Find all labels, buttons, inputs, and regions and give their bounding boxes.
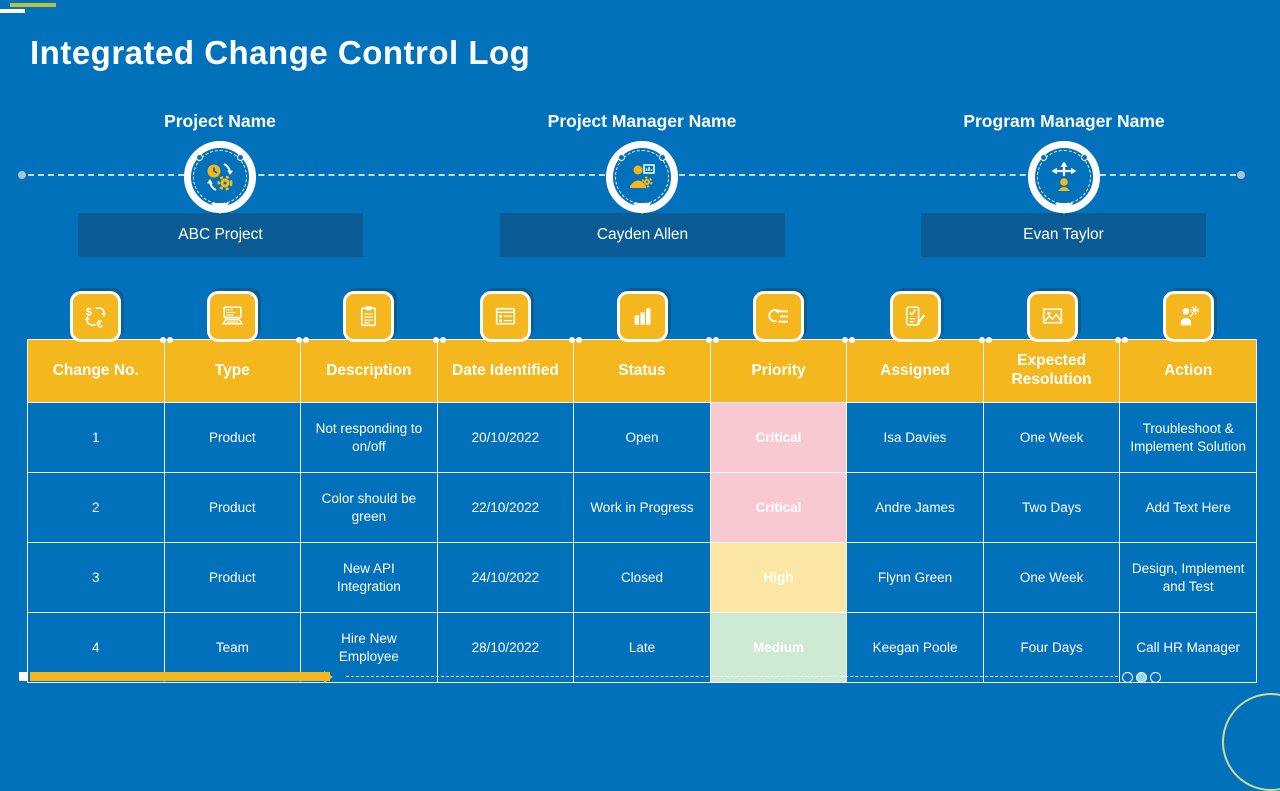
svg-text:€: € [96, 318, 103, 330]
cell-change-no: 2 [27, 472, 165, 543]
column-header-priority: Priority [706, 337, 848, 403]
change-control-table: Change No. Type Description Date Identif… [27, 337, 1257, 683]
cell-change-no: 1 [27, 402, 165, 473]
cell-assigned: Flynn Green [846, 542, 984, 613]
cell-status: Late [573, 612, 711, 683]
refresh-list-icon [753, 291, 805, 342]
cell-priority: Critical [709, 402, 848, 473]
cell-date-identified: 22/10/2022 [436, 472, 575, 543]
cell-priority: Medium [709, 612, 848, 683]
page-title: Integrated Change Control Log [30, 34, 531, 71]
column-header-change-no: Change No. [27, 339, 165, 403]
cell-status: Open [573, 402, 711, 473]
table-row: 3 Product New API Integration 24/10/2022… [27, 542, 1257, 613]
column-icons-row: $ € [27, 291, 1257, 342]
svg-text:$: $ [85, 306, 92, 318]
checklist-pen-icon [889, 291, 941, 342]
manager-badge-circle [606, 141, 678, 213]
cell-description: New API Integration [300, 542, 438, 613]
bottom-yellow-bar [30, 672, 330, 681]
cell-type: Product [163, 402, 302, 473]
program-badge-circle [1028, 141, 1100, 213]
cell-assigned: Andre James [846, 472, 984, 543]
person-gear-icon [1163, 291, 1215, 342]
cell-assigned: Isa Davies [846, 402, 984, 473]
project-badge-circle [184, 141, 256, 213]
table-row: 4 Team Hire New Employee 28/10/2022 Late… [27, 612, 1257, 683]
corner-circle-outline [1222, 693, 1280, 791]
column-header-assigned: Assigned [842, 337, 984, 403]
cell-change-no: 3 [27, 542, 165, 613]
cell-description: Not responding to on/off [300, 402, 438, 473]
cell-assigned: Keegan Poole [846, 612, 984, 683]
project-manager-name-label: Project Manager Name [547, 111, 737, 131]
image-icon [1026, 291, 1078, 342]
cell-date-identified: 28/10/2022 [436, 612, 575, 683]
cell-expected-resolution: Two Days [982, 472, 1121, 543]
cell-action: Add Text Here [1119, 472, 1257, 543]
column-header-date-identified: Date Identified [433, 337, 575, 403]
cell-status: Work in Progress [573, 472, 711, 543]
decision-arrows-person-icon [1051, 161, 1077, 191]
bottom-dashed-line [346, 676, 1118, 677]
project-name-label: Project Name [164, 111, 276, 131]
column-header-description: Description [296, 337, 438, 403]
cell-status: Closed [573, 542, 711, 613]
form-icon [479, 291, 531, 342]
bottom-white-square [19, 672, 28, 681]
cell-priority: Critical [709, 472, 848, 543]
clipboard-icon [343, 291, 395, 342]
cell-expected-resolution: One Week [982, 402, 1121, 473]
top-left-white-line [0, 9, 25, 13]
column-header-type: Type [160, 337, 302, 403]
table-header-row: Change No. Type Description Date Identif… [27, 337, 1257, 403]
top-left-olive-line [10, 3, 56, 7]
cell-description: Color should be green [300, 472, 438, 543]
cell-priority: High [709, 542, 848, 613]
cell-expected-resolution: One Week [982, 542, 1121, 613]
cell-date-identified: 24/10/2022 [436, 542, 575, 613]
mini-circle-filled [1136, 672, 1147, 683]
bottom-mini-circles [1122, 672, 1161, 683]
bar-chart-icon [616, 291, 668, 342]
column-header-action: Action [1115, 337, 1257, 403]
currency-exchange-icon: $ € [69, 291, 121, 342]
connector-left-dot [18, 171, 26, 179]
mini-circle [1150, 672, 1161, 683]
cell-action: Troubleshoot & Implement Solution [1119, 402, 1257, 473]
cell-action: Call HR Manager [1119, 612, 1257, 683]
cell-action: Design, Implement and Test [1119, 542, 1257, 613]
cell-expected-resolution: Four Days [982, 612, 1121, 683]
table-row: 1 Product Not responding to on/off 20/10… [27, 402, 1257, 473]
mini-circle [1122, 672, 1133, 683]
cell-type: Product [163, 542, 302, 613]
manager-analytics-icon [630, 164, 655, 188]
table-row: 2 Product Color should be green 22/10/20… [27, 472, 1257, 543]
column-header-expected-resolution: Expected Resolution [979, 337, 1121, 403]
program-manager-name-label: Program Manager Name [963, 111, 1165, 131]
computer-icon [206, 291, 258, 342]
cell-date-identified: 20/10/2022 [436, 402, 575, 473]
clock-gear-sync-icon [207, 163, 233, 191]
column-header-status: Status [569, 337, 711, 403]
connector-right-dot [1237, 171, 1245, 179]
cell-type: Product [163, 472, 302, 543]
